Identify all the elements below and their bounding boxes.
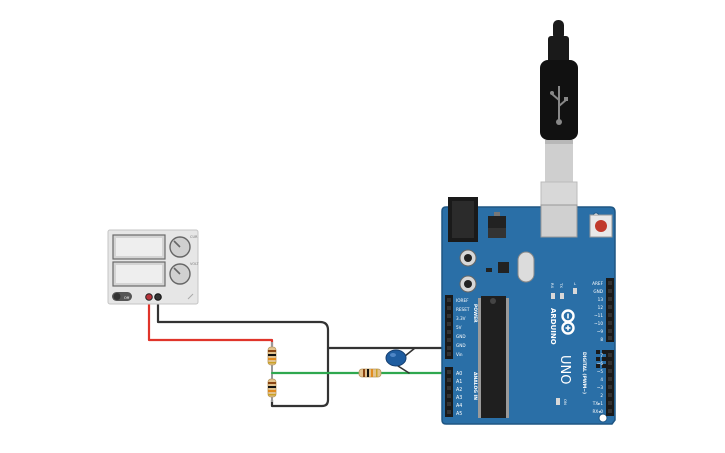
pin-label-aref: AREF	[592, 281, 603, 286]
pin-label-a3: A3	[456, 395, 462, 401]
pin-label-3v3: 3.3V	[456, 316, 466, 321]
resistor-r2[interactable]	[267, 374, 277, 402]
ceramic-capacitor[interactable]	[385, 349, 407, 367]
microcontroller-chip	[478, 296, 509, 418]
voltage-knob[interactable]	[169, 263, 191, 285]
pin-label-a4: A4	[456, 403, 462, 409]
knob-label-volt: VOLT	[190, 262, 200, 266]
digital-header-title: DIGITAL (PWM~)	[581, 352, 587, 394]
power-header[interactable]	[445, 295, 453, 359]
usb-b-port[interactable]	[540, 204, 578, 238]
pin-label-gnd-1: GND	[456, 334, 466, 339]
pin-label-d2: 2	[600, 393, 603, 398]
pin-label-a5: A5	[456, 411, 462, 417]
on-led-label: ON	[563, 399, 568, 405]
pin-label-rx: RX◂0	[592, 409, 603, 414]
pin-label-d5: ~5	[597, 369, 604, 374]
usb-icon	[550, 86, 568, 125]
pin-label-d3: ~3	[597, 385, 604, 390]
usb-cable[interactable]	[540, 20, 578, 235]
pin-label-gnd-2: GND	[456, 343, 466, 348]
pin-label-tx: TX▸1	[592, 401, 604, 406]
pin-label-a1: A1	[456, 379, 462, 385]
analog-header[interactable]	[445, 367, 453, 417]
power-supply[interactable]: CUR VOLT Off	[107, 229, 200, 305]
capacitor-lead-2	[404, 347, 416, 357]
power-switch[interactable]: Off	[112, 292, 132, 301]
pin-label-d11: ~11	[594, 313, 603, 318]
pin-label-reset: RESET	[456, 307, 470, 312]
terminal-positive[interactable]	[145, 293, 153, 301]
pin-label-vin: Vin	[456, 352, 463, 357]
power-supply-icon	[187, 293, 194, 300]
pin-label-gnd-d: GND	[593, 289, 603, 294]
pin-label-d4: 4	[600, 377, 603, 382]
power-switch-label: Off	[124, 296, 130, 300]
pin-label-d13: 13	[598, 297, 604, 302]
resistor-r3[interactable]	[358, 368, 382, 378]
pin-label-d8: 8	[600, 337, 603, 342]
terminal-negative[interactable]	[154, 293, 162, 301]
digital-header-bottom[interactable]	[606, 350, 614, 416]
analog-header-title: ANALOG IN	[472, 372, 478, 400]
arduino-logo-icon	[561, 309, 575, 335]
pin-label-d7: 7	[600, 353, 603, 358]
wire-black-psu	[156, 296, 448, 350]
pin-label-5v: 5V	[456, 325, 462, 330]
digital-header-top[interactable]	[606, 278, 614, 342]
knob-label-cur: CUR	[190, 235, 198, 239]
resistor-r1[interactable]	[267, 342, 277, 372]
arduino-board[interactable]: IOREF RESET 3.3V 5V GND GND Vin POWER A0…	[441, 197, 616, 425]
pin-label-d12: 12	[598, 305, 604, 310]
pin-label-d6: ~6	[597, 361, 604, 366]
board-brand: ARDUINO	[549, 308, 557, 345]
led-label-tx: TX	[559, 282, 564, 288]
pin-label-a2: A2	[456, 387, 462, 393]
capacitor-lead-1	[397, 365, 410, 374]
current-knob[interactable]	[169, 236, 191, 258]
pin-label-d10: ~10	[594, 321, 603, 326]
power-header-title: POWER	[472, 304, 478, 323]
pin-label-a0: A0	[456, 371, 462, 377]
board-model: UNO	[557, 355, 572, 384]
pin-label-ioref: IOREF	[456, 298, 469, 303]
wire-black-bottom	[270, 346, 330, 408]
pin-label-d9: ~9	[597, 329, 604, 334]
led-label-l: L	[574, 281, 577, 286]
status-leds	[551, 288, 577, 405]
led-label-rx: RX	[550, 283, 555, 289]
